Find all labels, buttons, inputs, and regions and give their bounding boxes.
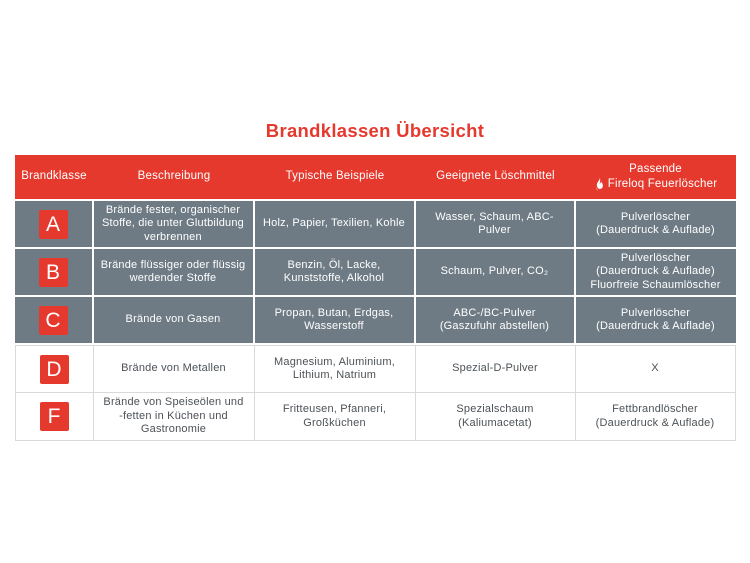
header-cell-brandklasse: Brandklasse [21,170,87,183]
class-badge: B [38,257,68,287]
header-cell-feuerloescher: Passende Fireloq Feuerlöscher [576,155,736,199]
class-badge-cell: D [14,345,94,393]
cell-feuerloescher: Pulverlöscher (Dauerdruck & Auflade) [596,306,715,333]
class-badge-cell: A [15,201,94,247]
cell-feuerloescher: X [575,345,736,393]
cell-feuerloescher: Fettbrandlöscher (Dauerdruck & Auflade) [575,393,736,441]
cell-beispiele: Benzin, Öl, Lacke, Kunststoffe, Alkohol [255,249,416,295]
cell-beschreibung: Brände von Metallen [93,345,255,393]
table-row-f: F Brände von Speiseölen und -fetten in K… [14,393,736,441]
table-row-c: C Brände von Gasen Propan, Butan, Erdgas… [14,297,736,343]
class-badge: F [39,402,69,431]
cell-beschreibung: Brände fester, organischer Stoffe, die u… [94,201,255,247]
cell-beispiele: Holz, Papier, Texilien, Kohle [255,201,416,247]
brandklassen-table: Brandklasse Beschreibung Typische Beispi… [14,155,736,441]
cell-feuerloescher: Pulverlöscher (Dauerdruck & Auflade) Flu… [590,251,721,291]
class-badge: D [39,354,69,384]
cell-beispiele: Magnesium, Aluminium, Lithium, Natrium [254,345,416,393]
cell-feuerloescher: Pulverlöscher (Dauerdruck & Auflade) [596,210,715,237]
class-badge-cell: C [15,297,94,343]
cell-loeschmittel: Schaum, Pulver, CO₂ [416,249,576,295]
header-cell-beschreibung: Beschreibung [137,170,211,183]
cell-loeschmittel: Spezial-D-Pulver [415,345,576,393]
header-passende-line1: Passende [629,162,682,175]
cell-beschreibung: Brände von Gasen [94,297,255,343]
cell-loeschmittel: ABC-/BC-Pulver (Gaszufuhr abstellen) [416,297,576,343]
table-row-a: A Brände fester, organischer Stoffe, die… [14,201,736,247]
cell-beispiele: Propan, Butan, Erdgas, Wasserstoff [255,297,416,343]
table-header-row: Brandklasse Beschreibung Typische Beispi… [14,155,736,199]
header-cell-loeschmittel: Geeignete Löschmittel [436,170,555,183]
cell-beschreibung: Brände flüssiger oder flüssig werdender … [94,249,255,295]
class-badge: A [38,209,68,239]
cell-beispiele: Fritteusen, Pfanneri, Großküchen [254,393,416,441]
page-title: Brandklassen Übersicht [265,120,485,141]
class-badge: C [38,305,68,335]
class-badge-cell: B [15,249,94,295]
cell-loeschmittel: Spezialschaum (Kaliumacetat) [415,393,576,441]
class-badge-cell: F [14,393,94,441]
header-cell-beispiele: Typische Beispiele [285,170,385,183]
header-passende-line2: Fireloq Feuerlöscher [607,177,718,190]
table-row-b: B Brände flüssiger oder flüssig werdende… [14,249,736,295]
flame-icon [596,177,603,191]
table-row-d: D Brände von Metallen Magnesium, Alumini… [14,345,736,393]
cell-beschreibung: Brände von Speiseölen und -fetten in Küc… [93,393,255,441]
cell-loeschmittel: Wasser, Schaum, ABC-Pulver [416,201,576,247]
